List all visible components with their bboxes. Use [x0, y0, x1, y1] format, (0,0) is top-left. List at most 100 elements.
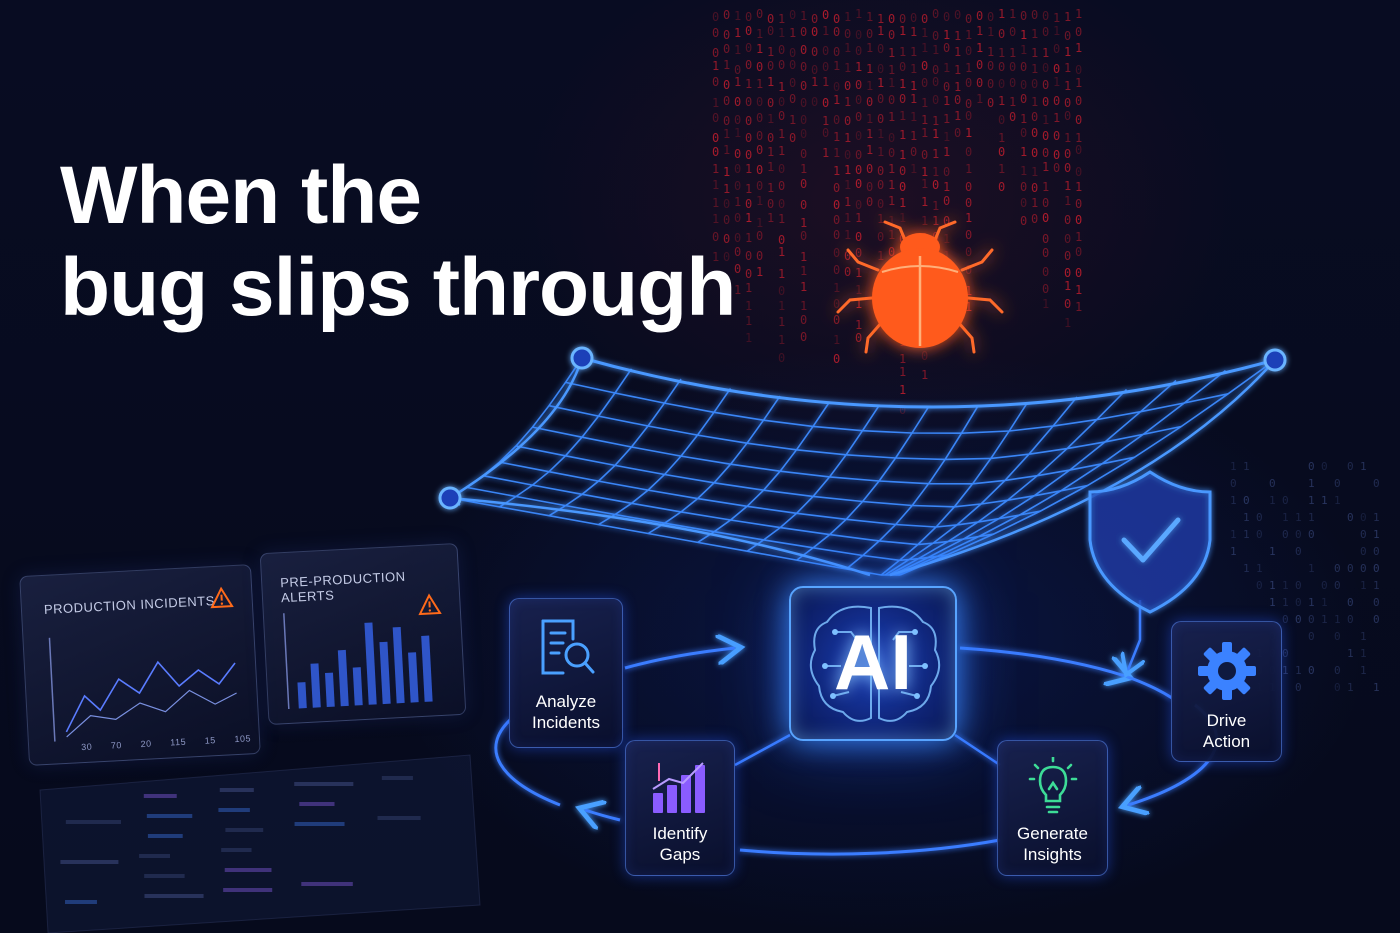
binary-digit: 1: [888, 162, 895, 176]
binary-digit: 1: [1042, 160, 1049, 174]
binary-digit: 1: [899, 383, 906, 397]
binary-digit: 0: [1053, 62, 1060, 76]
binary-digit: 1: [899, 365, 906, 379]
binary-digit: 0: [712, 145, 719, 159]
binary-digit: 0: [943, 165, 950, 179]
binary-digit: 1: [921, 214, 928, 228]
binary-digit: 0: [998, 77, 1005, 91]
binary-digit: 1: [910, 92, 917, 106]
binary-digit: 0: [811, 12, 818, 26]
shield-check-icon: [1088, 470, 1212, 614]
binary-digit: 0: [899, 232, 906, 246]
generate-insights-step[interactable]: Generate Insights: [997, 740, 1108, 876]
binary-digit: 0: [998, 145, 1005, 159]
binary-digit: 1: [1282, 511, 1289, 524]
binary-digit: 0: [833, 213, 840, 227]
binary-digit: 0: [1321, 460, 1328, 473]
binary-digit: 1: [932, 43, 939, 57]
binary-digit: 1: [943, 94, 950, 108]
headline-line-1: When the: [60, 150, 422, 241]
binary-digit: 0: [1334, 562, 1341, 575]
binary-digit: 1: [987, 25, 994, 39]
binary-digit: 1: [866, 10, 873, 24]
table-bar: [60, 860, 119, 864]
binary-digit: 1: [888, 194, 895, 208]
binary-digit: 0: [767, 197, 774, 211]
tick-label: 30: [80, 741, 93, 753]
binary-digit: 0: [866, 195, 873, 209]
binary-digit: 1: [1269, 579, 1276, 592]
drive-action-step[interactable]: Drive Action: [1171, 621, 1282, 762]
identify-gaps-step[interactable]: Identify Gaps: [625, 740, 735, 876]
binary-digit: 1: [1042, 180, 1049, 194]
binary-digit: 1: [767, 145, 774, 159]
dashboard-backdrop: [39, 754, 481, 933]
binary-digit: 1: [1064, 10, 1071, 24]
binary-digit: 1: [855, 297, 862, 311]
binary-digit: 1: [1360, 460, 1367, 473]
step-label-line-2: Action: [1202, 732, 1251, 751]
binary-digit: 0: [1053, 129, 1060, 143]
table-bar: [144, 874, 185, 878]
binary-digit: 1: [943, 112, 950, 126]
binary-digit: 1: [778, 12, 785, 26]
binary-digit: 0: [877, 62, 884, 76]
binary-digit: 0: [998, 180, 1005, 194]
binary-digit: 1: [734, 43, 741, 57]
binary-digit: 0: [745, 95, 752, 109]
binary-digit: 1: [899, 45, 906, 59]
binary-digit: 1: [800, 264, 807, 278]
binary-digit: 0: [1347, 460, 1354, 473]
binary-digit: 0: [866, 162, 873, 176]
binary-digit: 0: [778, 162, 785, 176]
table-bar: [144, 894, 204, 898]
binary-digit: 0: [800, 177, 807, 191]
binary-digit: 0: [734, 63, 741, 77]
binary-digit: 0: [1020, 9, 1027, 23]
binary-digit: 1: [921, 96, 928, 110]
binary-digit: 1: [976, 92, 983, 106]
binary-digit: 1: [910, 45, 917, 59]
binary-digit: 1: [943, 232, 950, 246]
binary-digit: 1: [910, 62, 917, 76]
binary-digit: 1: [1282, 664, 1289, 677]
binary-digit: 0: [899, 60, 906, 74]
binary-digit: 1: [866, 143, 873, 157]
binary-digit: 0: [822, 60, 829, 74]
binary-digit: 0: [712, 26, 719, 40]
binary-digit: 0: [1308, 664, 1315, 677]
binary-digit: 0: [1009, 25, 1016, 39]
binary-digit: 0: [1230, 477, 1237, 490]
binary-digit: 0: [800, 229, 807, 243]
binary-digit: 1: [899, 196, 906, 210]
binary-digit: 0: [745, 58, 752, 72]
binary-digit: 0: [745, 24, 752, 38]
binary-digit: 0: [1053, 161, 1060, 175]
binary-digit: 0: [866, 27, 873, 41]
binary-digit: 1: [745, 281, 752, 295]
binary-digit: 1: [1053, 24, 1060, 38]
binary-digit: 1: [910, 25, 917, 39]
binary-digit: 0: [778, 351, 785, 365]
binary-digit: 1: [712, 59, 719, 73]
binary-digit: 1: [712, 196, 719, 210]
binary-digit: 0: [1064, 29, 1071, 43]
binary-digit: 0: [1308, 613, 1315, 626]
binary-digit: 0: [734, 162, 741, 176]
binary-digit: 0: [789, 92, 796, 106]
binary-digit: 0: [822, 96, 829, 110]
binary-digit: 0: [844, 114, 851, 128]
binary-digit: 1: [767, 181, 774, 195]
binary-digit: 1: [1308, 562, 1315, 575]
binary-digit: 0: [723, 8, 730, 22]
binary-digit: 0: [1256, 511, 1263, 524]
binary-digit: 0: [1295, 596, 1302, 609]
binary-digit: 0: [1243, 494, 1250, 507]
analyze-incidents-step[interactable]: Analyze Incidents: [509, 598, 623, 748]
binary-digit: 0: [844, 265, 851, 279]
binary-digit: 1: [866, 41, 873, 55]
binary-digit: 1: [1042, 46, 1049, 60]
binary-digit: 0: [789, 46, 796, 60]
binary-digit: 0: [745, 10, 752, 24]
binary-digit: 1: [1031, 62, 1038, 76]
